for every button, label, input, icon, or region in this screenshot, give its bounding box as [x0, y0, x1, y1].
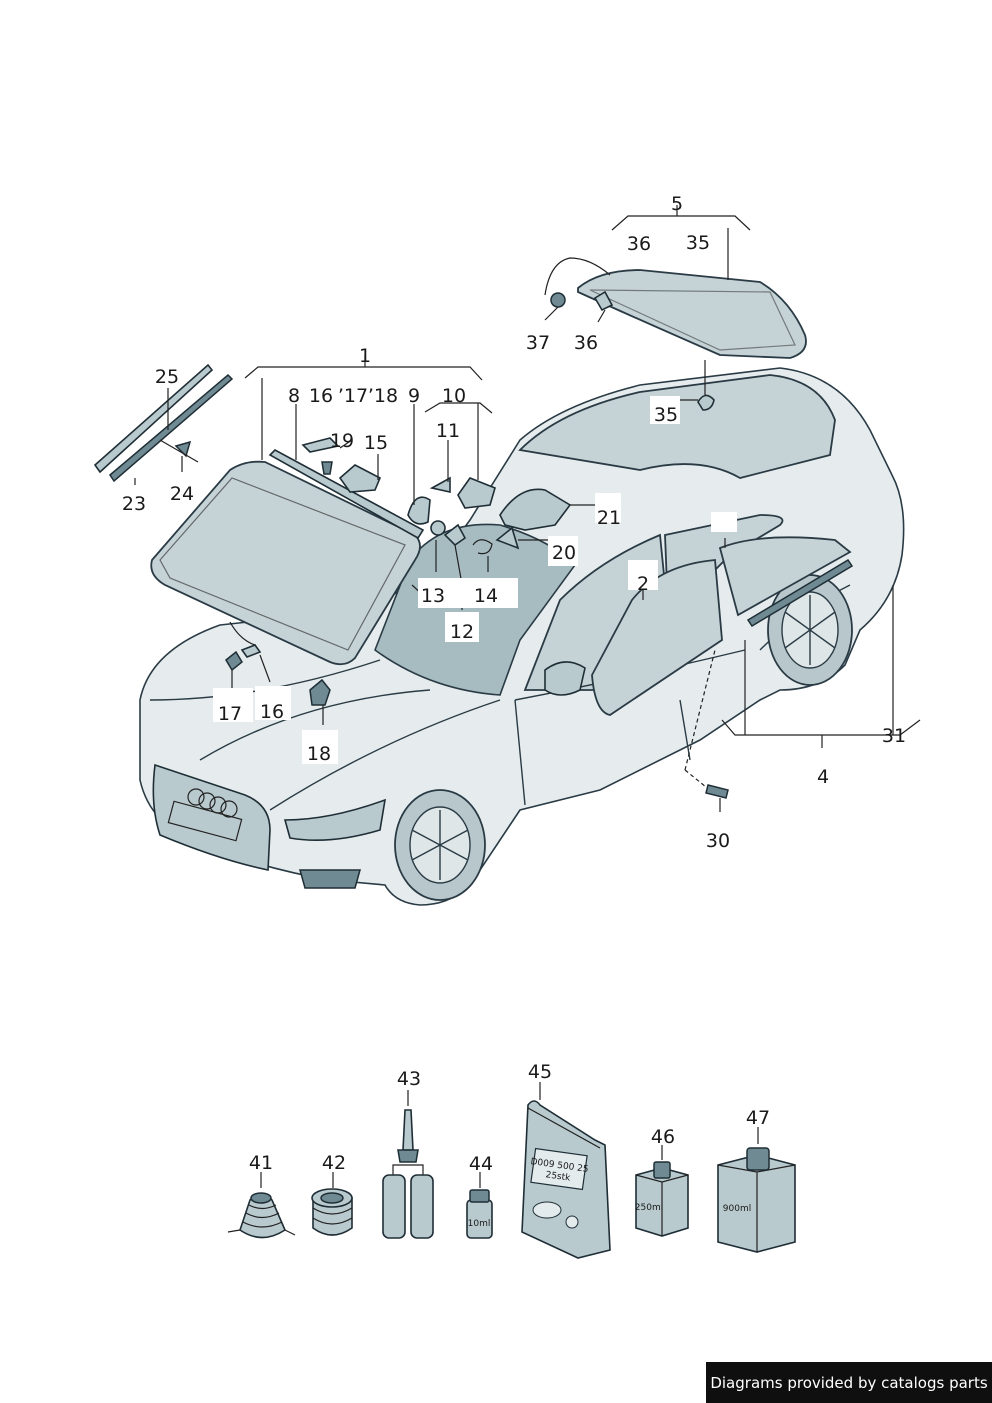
callout-42: 42	[322, 1152, 346, 1174]
connector-36	[593, 290, 614, 312]
clip-37	[550, 292, 566, 308]
sunroof-glass	[518, 374, 836, 479]
callout-9: 9	[408, 385, 420, 407]
callout-5: 5	[671, 193, 683, 215]
callout-14: 14	[474, 585, 498, 607]
windshield-upper-trim	[268, 449, 425, 540]
callout-17-bottom: 17	[218, 703, 242, 725]
callout-13: 13	[421, 585, 445, 607]
bracket-10	[457, 477, 496, 509]
callout-labels: 1 2 4 5 8 16 ’17 ’18 9 10 11 12 13 14 15…	[122, 193, 906, 852]
callout-36-top: 36	[627, 233, 651, 255]
callout-2: 2	[637, 573, 649, 595]
callout-16-top: 16	[309, 385, 333, 407]
callout-8: 8	[288, 385, 300, 407]
callout-36-lower: 36	[574, 332, 598, 354]
callout-31: 31	[882, 725, 906, 747]
accessory-products: 41 42 43 10ml 44	[227, 1061, 796, 1259]
callout-18-bottom: 18	[307, 743, 331, 765]
callout-18-top: ’18	[368, 385, 398, 407]
callout-25: 25	[155, 366, 179, 388]
attribution-banner: Diagrams provided by catalogs parts	[706, 1362, 992, 1403]
product-42-tape-roll: 42	[311, 1152, 353, 1236]
callout-44: 44	[469, 1153, 493, 1175]
rear-window-glass	[577, 269, 807, 359]
callout-43: 43	[397, 1068, 421, 1090]
callout-46: 46	[651, 1126, 675, 1148]
product-44-bottle: 10ml 44	[466, 1153, 493, 1239]
callout-45: 45	[528, 1061, 552, 1083]
mount-9	[407, 496, 431, 525]
callout-20: 20	[552, 542, 576, 564]
bracket-19	[301, 437, 340, 453]
callout-19: 19	[330, 430, 354, 452]
callout-10: 10	[442, 385, 466, 407]
callout-24: 24	[170, 483, 194, 505]
bracket-18	[309, 678, 331, 706]
drip-rail-trim	[109, 373, 234, 483]
cover-15	[338, 464, 382, 493]
license-plate-area	[167, 800, 243, 842]
windshield-glass	[150, 460, 421, 666]
clip-24	[174, 440, 192, 458]
screw-16	[321, 461, 333, 475]
grommet-13	[430, 520, 446, 536]
cap-35	[697, 394, 715, 411]
product-47-bottle: 900ml 47	[717, 1107, 796, 1253]
callout-23: 23	[122, 493, 146, 515]
leader-lines	[134, 205, 921, 812]
product-45-bag: D009 500 25 25stk 45	[521, 1061, 611, 1259]
front-wheel	[394, 789, 486, 901]
callout-4: 4	[817, 766, 829, 788]
bottle-46-volume: 250ml	[635, 1203, 663, 1213]
callout-11: 11	[436, 420, 460, 442]
callout-17-top: ’17	[338, 385, 368, 407]
quarter-window-glass-4	[718, 536, 852, 617]
bag-45-quantity: 25stk	[545, 1170, 572, 1183]
bottle-44-volume: 10ml	[468, 1219, 491, 1229]
bottle-47-volume: 900ml	[723, 1204, 751, 1214]
callout-41: 41	[249, 1152, 273, 1174]
callout-16-bottom: 16	[260, 701, 284, 723]
rain-sensor-cover-21	[499, 488, 572, 531]
callout-12: 12	[450, 621, 474, 643]
front-grille	[152, 763, 271, 871]
product-43-dual-cartridge: 43	[382, 1068, 434, 1239]
side-mirror	[544, 661, 586, 696]
callout-35-lower: 35	[654, 404, 678, 426]
quarter-window-seal-31	[746, 558, 854, 628]
product-41-cone: 41	[227, 1152, 296, 1239]
callout-35-top: 35	[686, 232, 710, 254]
callout-21: 21	[597, 507, 621, 529]
callout-47: 47	[746, 1107, 770, 1129]
bracket-20	[495, 526, 520, 550]
callout-1: 1	[359, 345, 371, 367]
part-11	[429, 476, 451, 493]
clip-13b	[443, 523, 467, 547]
callout-15: 15	[364, 432, 388, 454]
bolt-30	[705, 784, 729, 799]
connector-16	[240, 644, 262, 658]
sensor-17	[225, 650, 243, 672]
car-illustration	[139, 367, 905, 906]
callout-30: 30	[706, 830, 730, 852]
headlight	[283, 798, 387, 842]
callout-37: 37	[526, 332, 550, 354]
product-46-bottle: 250ml 46	[635, 1126, 689, 1237]
drip-rail-moulding	[93, 363, 214, 474]
